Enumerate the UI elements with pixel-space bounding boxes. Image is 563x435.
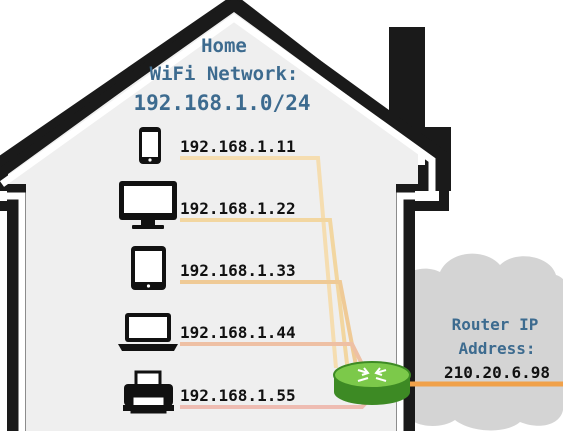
house-outline-inner (0, 0, 449, 431)
smartphone-icon (139, 127, 161, 164)
network-title-line2: WiFi Network: (150, 63, 299, 85)
router-ip-address: 210.20.6.98 (444, 363, 550, 382)
device-ip-3: 192.168.1.33 (180, 261, 296, 280)
router-icon (333, 361, 411, 405)
router-arrows (357, 367, 387, 382)
device-ip-4: 192.168.1.44 (180, 323, 296, 342)
house (0, 0, 451, 435)
device-ip-2: 192.168.1.22 (180, 199, 296, 218)
printer-icon (123, 370, 174, 414)
device-ip-1: 192.168.1.11 (180, 137, 296, 156)
laptop-icon (118, 313, 178, 351)
connection-line-2 (180, 218, 350, 373)
router-label-line2: Address: (458, 339, 535, 358)
connection-line-1 (180, 156, 338, 369)
house-outline-white (0, 13, 436, 431)
device-ip-5: 192.168.1.55 (180, 386, 296, 405)
tablet-icon (131, 246, 166, 290)
network-subnet: 192.168.1.0/24 (133, 91, 310, 115)
network-title-line1: Home (201, 35, 247, 57)
monitor-icon (119, 181, 177, 229)
router-label-line1: Router IP (452, 315, 539, 334)
